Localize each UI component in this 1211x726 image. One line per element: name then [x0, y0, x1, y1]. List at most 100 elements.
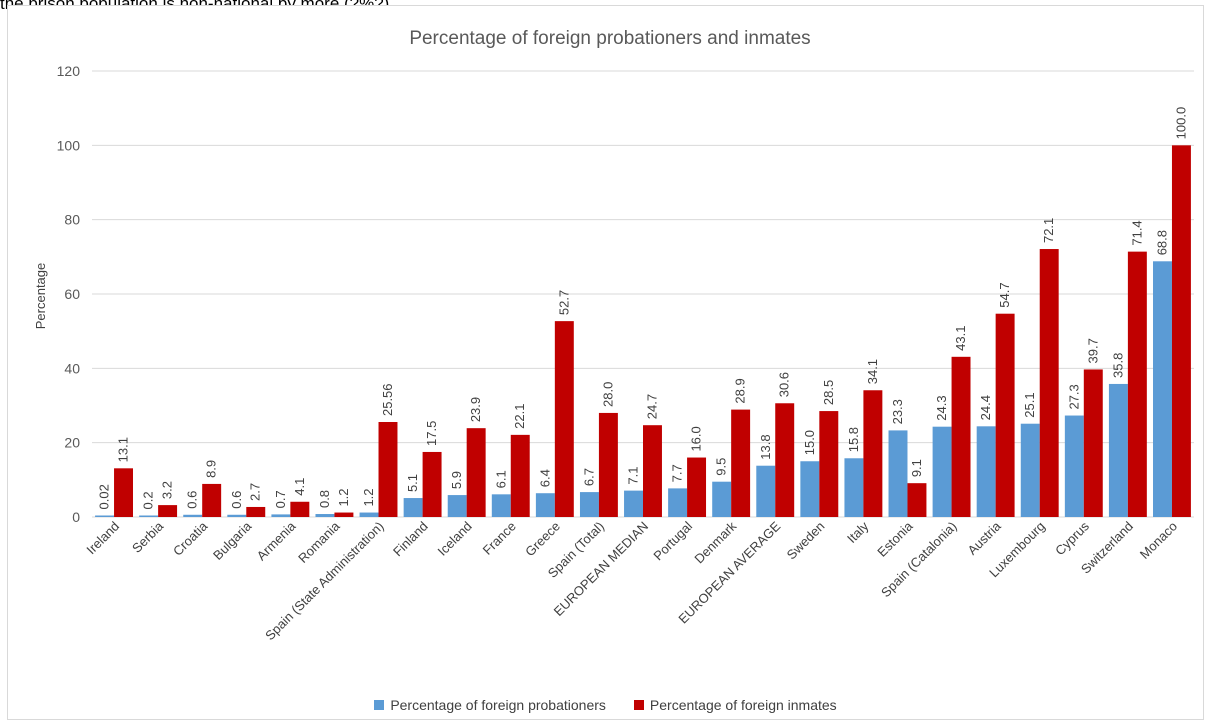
bar-probationers [1153, 261, 1172, 517]
bar-inmates [1083, 369, 1103, 517]
y-tick-label: 80 [64, 212, 80, 228]
bar-inmates [158, 505, 178, 517]
data-label: 16.0 [689, 426, 704, 451]
data-label: 71.4 [1129, 220, 1144, 245]
x-tick-label: Serbia [129, 518, 167, 556]
bar-inmates [775, 403, 795, 517]
bar-inmates [114, 468, 133, 517]
bar-probationers [1108, 383, 1128, 517]
data-label: 25.56 [380, 383, 395, 416]
bar-probationers [844, 458, 864, 517]
data-label: 13.1 [116, 437, 131, 462]
bar-inmates [422, 451, 442, 517]
bar-probationers [227, 514, 247, 517]
bar-inmates [334, 512, 354, 517]
data-label: 5.1 [405, 474, 420, 492]
data-label: 39.7 [1085, 338, 1100, 363]
legend-swatch-probationers [374, 700, 385, 710]
x-tick-label: Finland [390, 519, 431, 560]
bar-inmates [819, 411, 839, 517]
y-tick-label: 60 [64, 286, 80, 302]
x-tick-label: France [480, 519, 519, 558]
data-label: 7.7 [670, 464, 685, 482]
bar-probationers [932, 426, 952, 517]
data-label: 22.1 [512, 404, 527, 429]
y-tick-label: 20 [64, 435, 80, 451]
data-label: 1.2 [361, 488, 376, 506]
data-label: 0.2 [141, 491, 156, 509]
bar-probationers [315, 514, 335, 517]
bar-inmates [554, 321, 574, 517]
bar-inmates [1171, 145, 1191, 518]
data-label: 6.4 [537, 469, 552, 487]
bar-probationers [139, 515, 159, 517]
y-tick-label: 40 [64, 360, 80, 376]
bar-probationers [491, 494, 511, 517]
x-tick-label: Ireland [83, 519, 122, 558]
data-label: 0.6 [229, 491, 244, 509]
data-label: 68.8 [1154, 230, 1169, 255]
data-label: 4.1 [292, 478, 307, 496]
data-label: 5.9 [449, 471, 464, 489]
bar-probationers [359, 512, 379, 517]
data-label: 27.3 [1066, 384, 1081, 409]
bar-probationers [1020, 423, 1040, 517]
bar-inmates [951, 356, 971, 517]
bar-inmates [598, 412, 618, 517]
x-tick-label: Armenia [254, 518, 299, 563]
data-label: 23.3 [890, 399, 905, 424]
legend-label-inmates: Percentage of foreign inmates [649, 697, 837, 713]
data-label: 7.1 [626, 467, 641, 485]
bar-inmates [466, 428, 486, 517]
data-label: 24.4 [978, 395, 993, 420]
bar-inmates [907, 483, 927, 517]
bar-inmates [731, 409, 751, 517]
bar-inmates [202, 483, 222, 517]
bar-inmates [1039, 249, 1059, 518]
x-tick-label: Croatia [170, 518, 211, 559]
bar-inmates [290, 501, 310, 517]
bar-inmates [863, 390, 883, 517]
data-label: 9.5 [714, 458, 729, 476]
data-label: 0.02 [97, 484, 112, 509]
legend: Percentage of foreign probationers Perce… [0, 697, 1211, 713]
data-label: 100.0 [1173, 107, 1188, 140]
bar-probationers [403, 498, 423, 517]
x-tick-label: Iceland [435, 519, 475, 559]
x-tick-label: Italy [844, 518, 872, 546]
data-label: 8.9 [204, 460, 219, 478]
bar-inmates [378, 422, 398, 517]
bar-inmates [510, 434, 530, 517]
x-tick-label: Austria [965, 518, 1005, 558]
x-tick-label: Portugal [650, 518, 695, 563]
bar-probationers [624, 490, 643, 517]
y-axis-label: Percentage [33, 263, 48, 330]
data-label: 0.7 [273, 490, 288, 508]
data-label: 43.1 [953, 325, 968, 350]
bar-probationers [668, 488, 688, 517]
bar-inmates [1127, 251, 1147, 517]
legend-swatch-inmates [633, 700, 644, 710]
legend-item-probationers: Percentage of foreign probationers [374, 697, 606, 713]
data-label: 54.7 [997, 282, 1012, 307]
x-tick-label: Monaco [1137, 519, 1180, 562]
data-label: 15.8 [846, 427, 861, 452]
bar-inmates [995, 313, 1015, 517]
x-tick-label: Estonia [874, 518, 916, 560]
data-label: 0.6 [185, 491, 200, 509]
data-label: 52.7 [556, 290, 571, 315]
data-label: 30.6 [777, 372, 792, 397]
bar-probationers [579, 492, 599, 517]
data-label: 34.1 [865, 359, 880, 384]
y-tick-label: 120 [57, 63, 81, 79]
bar-inmates [246, 506, 266, 517]
bar-probationers [1064, 415, 1084, 517]
bar-probationers [183, 514, 203, 517]
data-label: 24.3 [934, 395, 949, 420]
bar-probationers [976, 426, 996, 517]
bar-probationers [888, 430, 908, 517]
bar-probationers [535, 493, 555, 517]
